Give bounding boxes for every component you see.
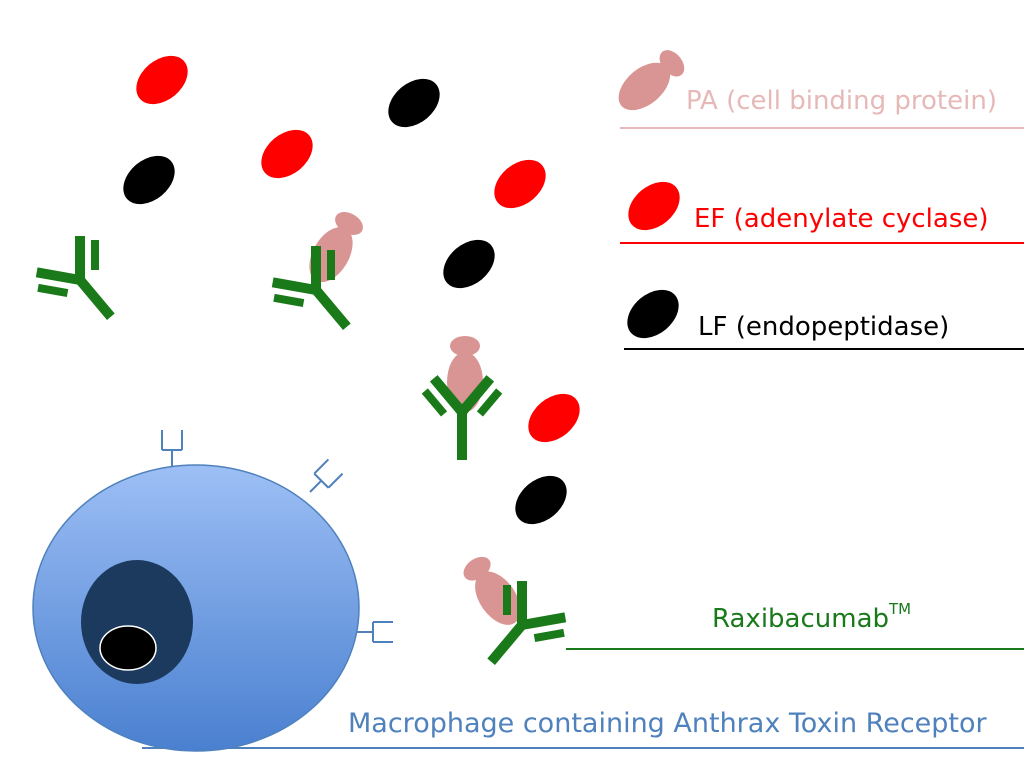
pa-legend-icon: [609, 43, 692, 120]
antibody-free: [25, 225, 142, 343]
pa-antibody-complex: [261, 205, 378, 353]
lf-molecule: [443, 239, 495, 289]
ef-molecule: [528, 393, 580, 443]
nucleolus: [99, 625, 157, 671]
trademark: TM: [889, 600, 912, 618]
pa-antibody-complex: [421, 336, 503, 460]
ef-label: EF (adenylate cyclase): [694, 204, 989, 234]
lf-label: LF (endopeptidase): [698, 312, 950, 342]
receptor-icon: [301, 458, 344, 501]
lf-molecule: [388, 78, 440, 128]
lf-molecule: [515, 475, 567, 525]
pa-label: PA (cell binding protein): [686, 86, 997, 116]
raxibacumab-label: RaxibacumabTM: [712, 600, 911, 634]
ef-molecule: [136, 55, 188, 105]
receptor-icon: [356, 621, 394, 643]
ef-molecule: [494, 159, 546, 209]
pa-antibody-complex: [456, 550, 577, 688]
macrophage-label: Macrophage containing Anthrax Toxin Rece…: [348, 708, 987, 739]
receptor-icon: [161, 429, 183, 467]
raxibacumab-name: Raxibacumab: [712, 604, 890, 634]
macrophage-cell: [32, 464, 360, 752]
lf-molecule: [123, 155, 175, 205]
ef-legend-icon: [628, 181, 680, 231]
ef-molecule: [261, 129, 313, 179]
lf-legend-icon: [627, 289, 679, 339]
